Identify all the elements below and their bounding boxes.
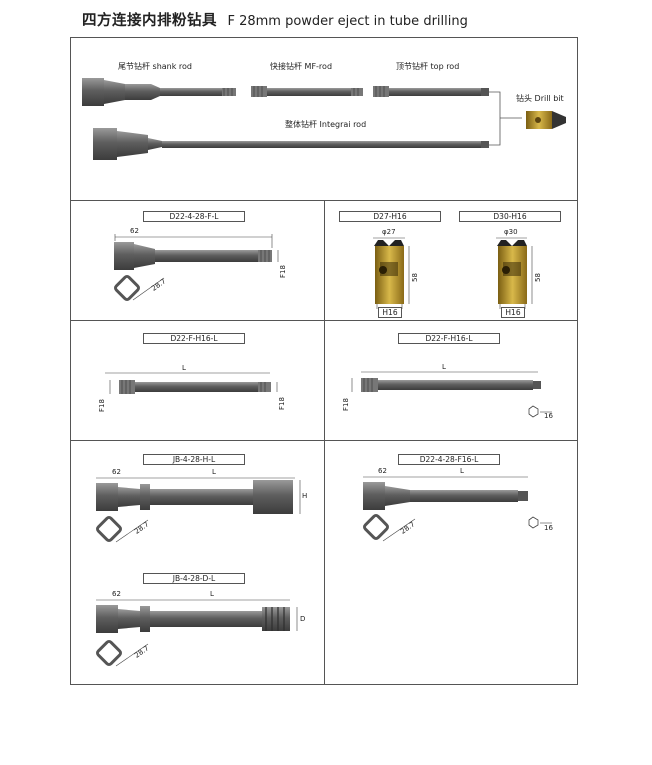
integral-rod-label: 整体钻杆 Integrai rod [285,120,367,129]
panel1-length: 62 [130,227,139,235]
panel6-length: L [460,467,464,475]
panel3-drawing [105,372,278,394]
integral-rod-drawing [93,128,489,160]
panel4-left-diameter: F18 [342,398,350,411]
top-rod-label: 顶节钻杆 top rod [396,62,460,71]
panel7-62: 62 [112,590,121,598]
panel1-diameter: F18 [279,265,287,278]
panel7-d: D [300,615,306,623]
panel2-hex-b: H16 [501,307,525,318]
panel5-drawing [96,477,301,543]
panel5-length: L [212,468,216,476]
panel7-length: L [210,590,214,598]
panel2-hex-a: H16 [378,307,402,318]
title-chinese: 四方连接内排粉钻具 [82,13,217,29]
panel6-code: D22-4-28-F16-L [398,454,500,465]
panel1-drawing [114,234,279,301]
title-english: F 28mm powder eject in tube drilling [227,14,468,29]
panel6-62: 62 [378,467,387,475]
panel2-height-a: 58 [411,273,419,282]
panel2-code-a: D27-H16 [339,211,441,222]
mf-rod-label: 快接钻杆 MF-rod [270,62,333,71]
panel4-length: L [442,363,446,371]
shank-rod-label: 尾节钻杆 shank rod [118,62,193,71]
panel2-height-b: 58 [534,273,542,282]
panel2-phi-b: φ30 [504,228,518,236]
mf-rod-drawing [251,86,363,97]
panel5-h: H [302,492,308,500]
panel4-hex: 16 [544,412,553,420]
panel7-drawing [96,599,298,667]
panel7-code: JB-4-28-D-L [143,573,245,584]
panel2-phi-a: φ27 [382,228,396,236]
shank-rod-drawing [82,78,236,106]
panel1-code: D22-4-28-F-L [143,211,245,222]
drill-bit-drawing [526,111,566,129]
panel4-code: D22-F-H16-L [398,333,500,344]
panel2-drawing [373,237,533,309]
panel5-62: 62 [112,468,121,476]
panel3-length: L [182,364,186,372]
panel6-drawing [363,476,552,542]
drill-bit-label: 钻头 Drill bit [516,94,564,103]
panel6-hex: 16 [544,524,553,532]
panel3-code: D22-F-H16-L [143,333,245,344]
top-rod-drawing [373,86,489,97]
panel3-left-diameter: F18 [98,399,106,412]
page-title: 四方连接内排粉钻具 F 28mm powder eject in tube dr… [82,9,468,30]
panel5-code: JB-4-28-H-L [143,454,245,465]
divider-col [324,200,325,685]
panel4-drawing [351,371,552,418]
panel2-code-b: D30-H16 [459,211,561,222]
panel3-right-diameter: F18 [278,397,286,410]
